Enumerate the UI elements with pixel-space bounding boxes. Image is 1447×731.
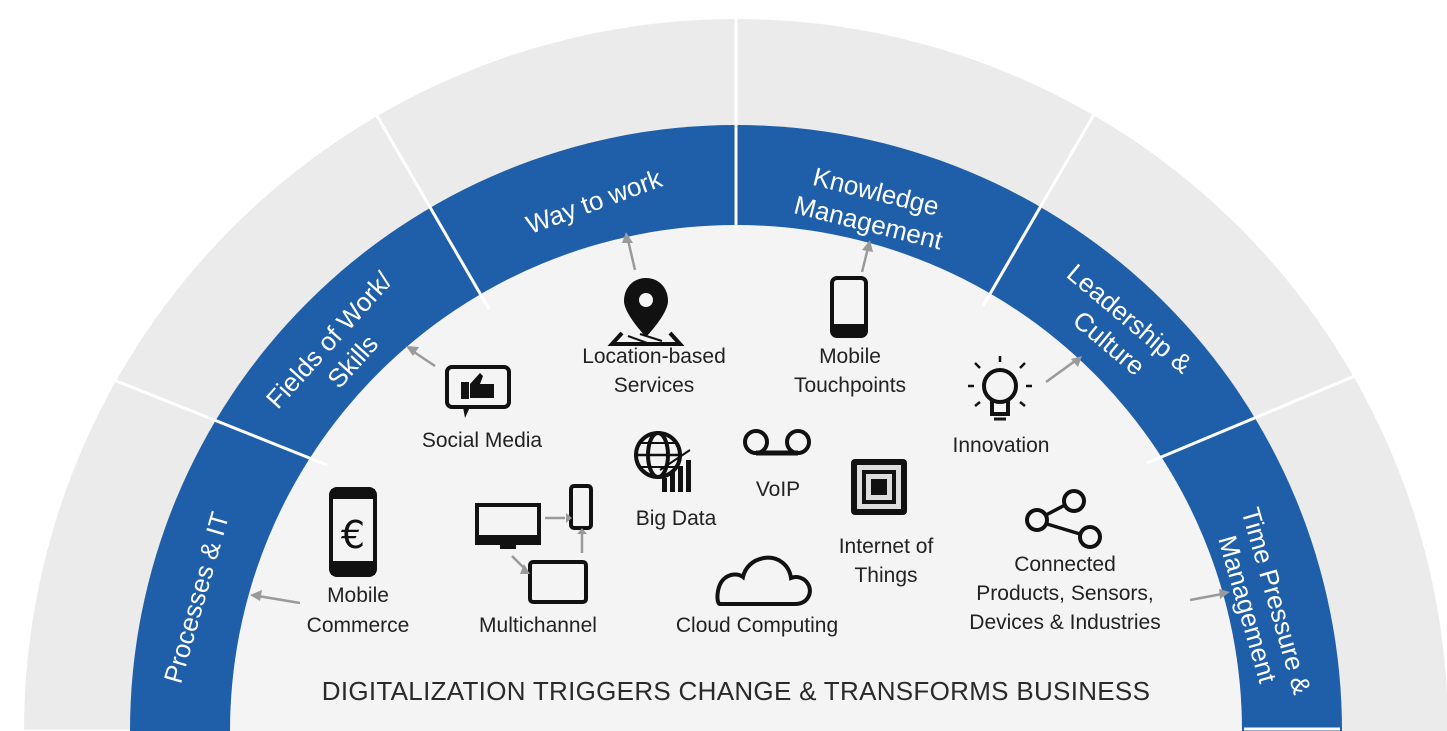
share-nodes-icon [1025,489,1102,549]
devices-icon [475,484,593,604]
node-innovation: Innovation [953,434,1050,457]
node-iot-line-1: Internet of [839,535,934,558]
lightbulb-icon [968,356,1032,421]
node-voip: VoIP [756,478,800,501]
diagram-title: DIGITALIZATION TRIGGERS CHANGE & TRANSFO… [322,676,1150,706]
map-pin-icon [607,278,685,346]
connector-arrows [250,232,1230,605]
node-touchpoints-line-2: Touchpoints [794,374,906,397]
globe-chart-icon [634,431,691,492]
node-location-line-1: Location-based [582,345,726,368]
node-touchpoints-line-1: Mobile [819,345,881,368]
svg-text:€: € [341,513,365,557]
node-connected-line-3: Devices & Industries [969,611,1160,634]
node-social-media: Social Media [422,429,543,452]
node-connected-line-2: Products, Sensors, [976,582,1153,605]
segment-dividers [108,9,1363,731]
inner-area [230,225,1242,731]
node-mobile-commerce-line-1: Mobile [327,584,389,607]
node-multichannel: Multichannel [479,614,597,637]
voicemail-icon [743,429,811,456]
node-connected-line-1: Connected [1014,553,1116,576]
node-big-data: Big Data [636,507,717,530]
node-location-line-2: Services [614,374,695,397]
mobile-euro-icon: € [329,487,377,577]
smartphone-icon [830,276,868,338]
node-mobile-commerce-line-2: Commerce [307,614,410,637]
thumbs-up-chat-icon [445,365,511,418]
node-cloud-computing: Cloud Computing [676,614,838,637]
cloud-icon [715,555,812,606]
node-iot-line-2: Things [854,564,917,587]
chip-icon [851,459,907,515]
